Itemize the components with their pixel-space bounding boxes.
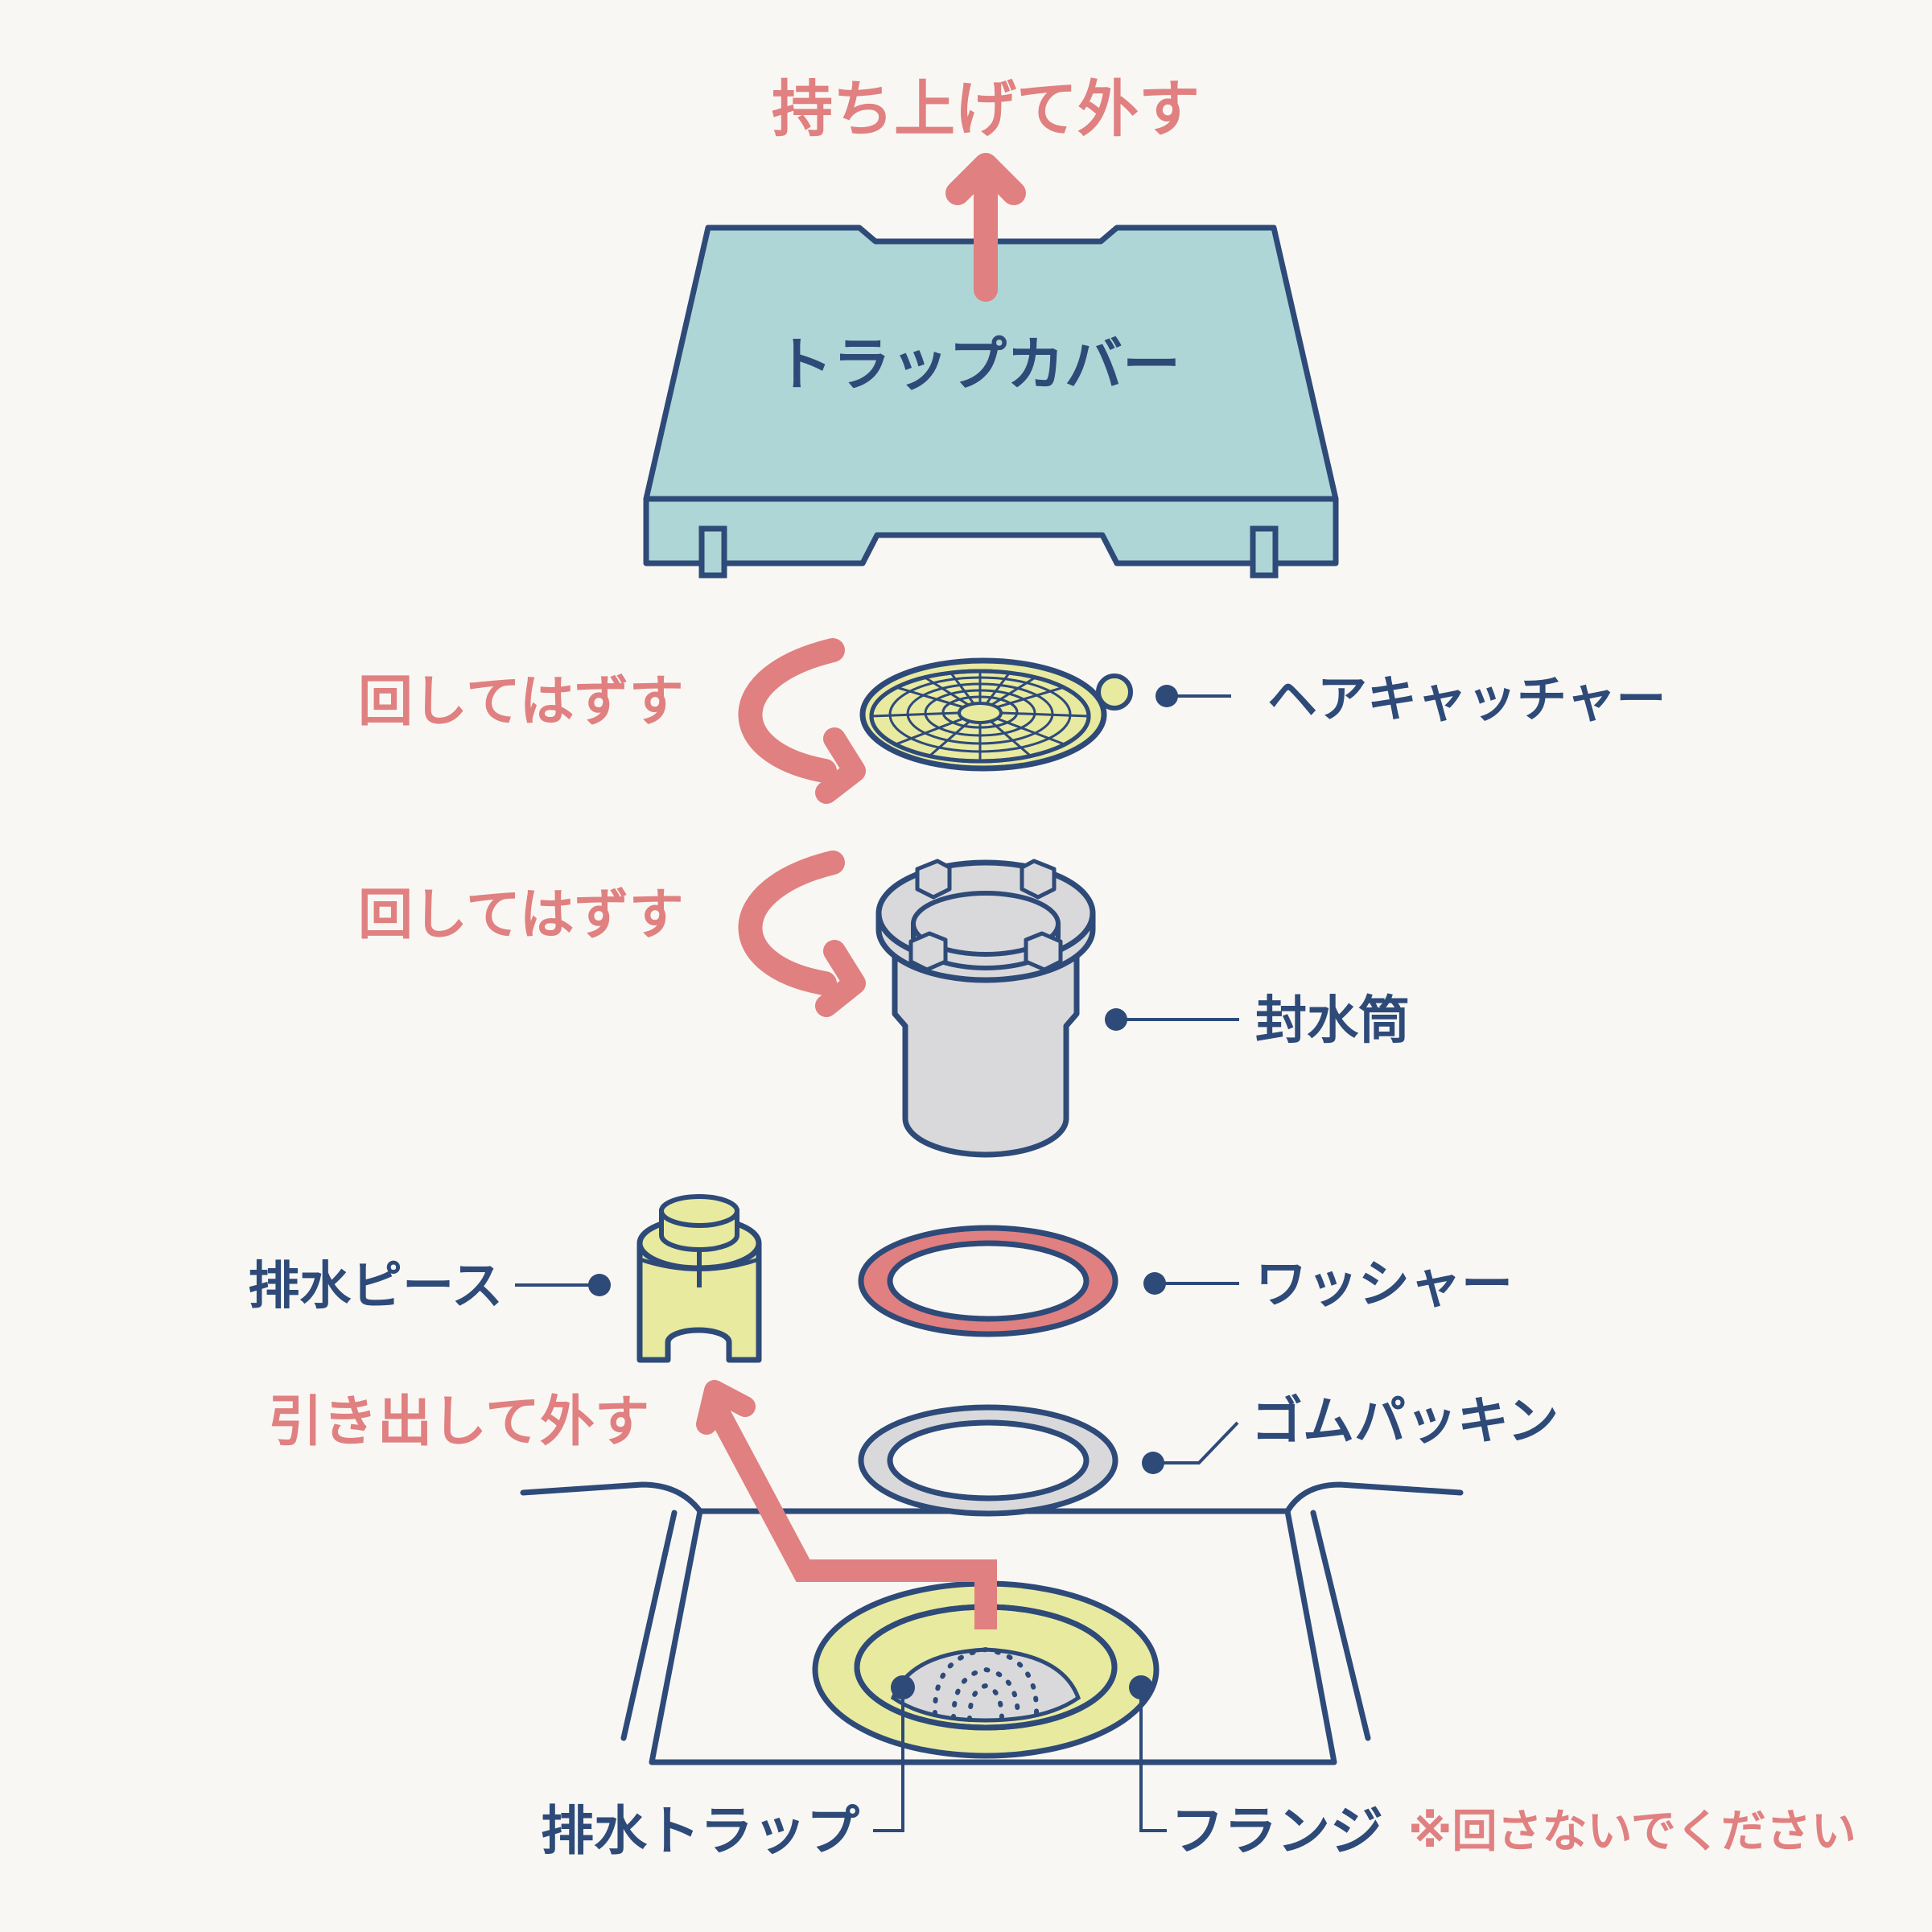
lift-arrow <box>945 153 1026 302</box>
drain-piece-label: 排水ピース <box>248 1257 503 1316</box>
rotate-instruction-2: 回してはずす <box>358 884 684 947</box>
hair-catcher <box>859 657 1133 772</box>
sink-basin <box>520 1481 1464 1765</box>
do-not-rotate-note: ※回さないでください <box>1408 1806 1856 1858</box>
pull-instruction: 引き出して外す <box>268 1390 649 1454</box>
washer-leader <box>1143 1272 1239 1295</box>
drain-trap-label: 排水トラップ <box>541 1800 859 1862</box>
trap-cover-label: トラップカバー <box>775 331 1180 398</box>
flange-leader <box>1129 1675 1167 1832</box>
drain-piece-leader <box>515 1274 611 1296</box>
rubber-packing-leader <box>1142 1421 1239 1474</box>
trap-cover <box>643 225 1339 579</box>
drain-trap-leader <box>873 1675 915 1832</box>
rubber-packing-label: ゴムパッキン <box>1251 1392 1559 1452</box>
pull-arrow <box>696 1380 997 1629</box>
rotate-arrow-2 <box>738 851 866 1017</box>
seal-tube-label: 封水筒 <box>1255 991 1410 1051</box>
hair-catcher-leader <box>1155 685 1231 707</box>
seal-tube <box>875 859 1096 1158</box>
lift-instruction: 持ち上げて外す <box>772 73 1200 145</box>
washer-label: ワッシャー <box>1255 1255 1513 1315</box>
rotate-arrow-1 <box>738 638 866 804</box>
hair-catcher-label: ヘアキャッチャー <box>1267 669 1666 728</box>
seal-tube-leader <box>1105 1008 1239 1031</box>
drain-piece <box>636 1194 762 1363</box>
flange-label: フランジ <box>1171 1800 1383 1862</box>
rubber-packing <box>858 1404 1118 1517</box>
washer <box>858 1225 1118 1337</box>
rotate-instruction-1: 回してはずす <box>358 670 684 734</box>
